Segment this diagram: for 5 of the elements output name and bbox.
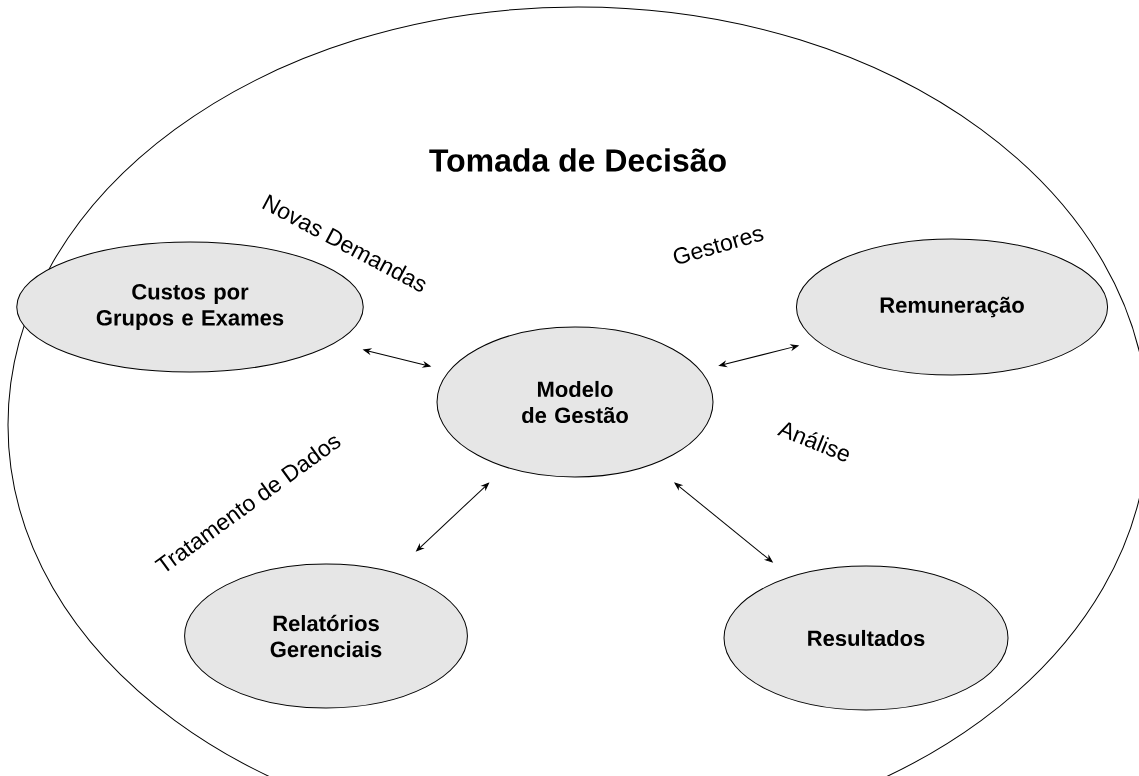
double-arrow (674, 482, 773, 563)
double-arrow (416, 482, 489, 552)
double-arrow (363, 348, 431, 368)
double-arrow (719, 344, 799, 367)
edge-label: Gestores (673, 229, 764, 264)
